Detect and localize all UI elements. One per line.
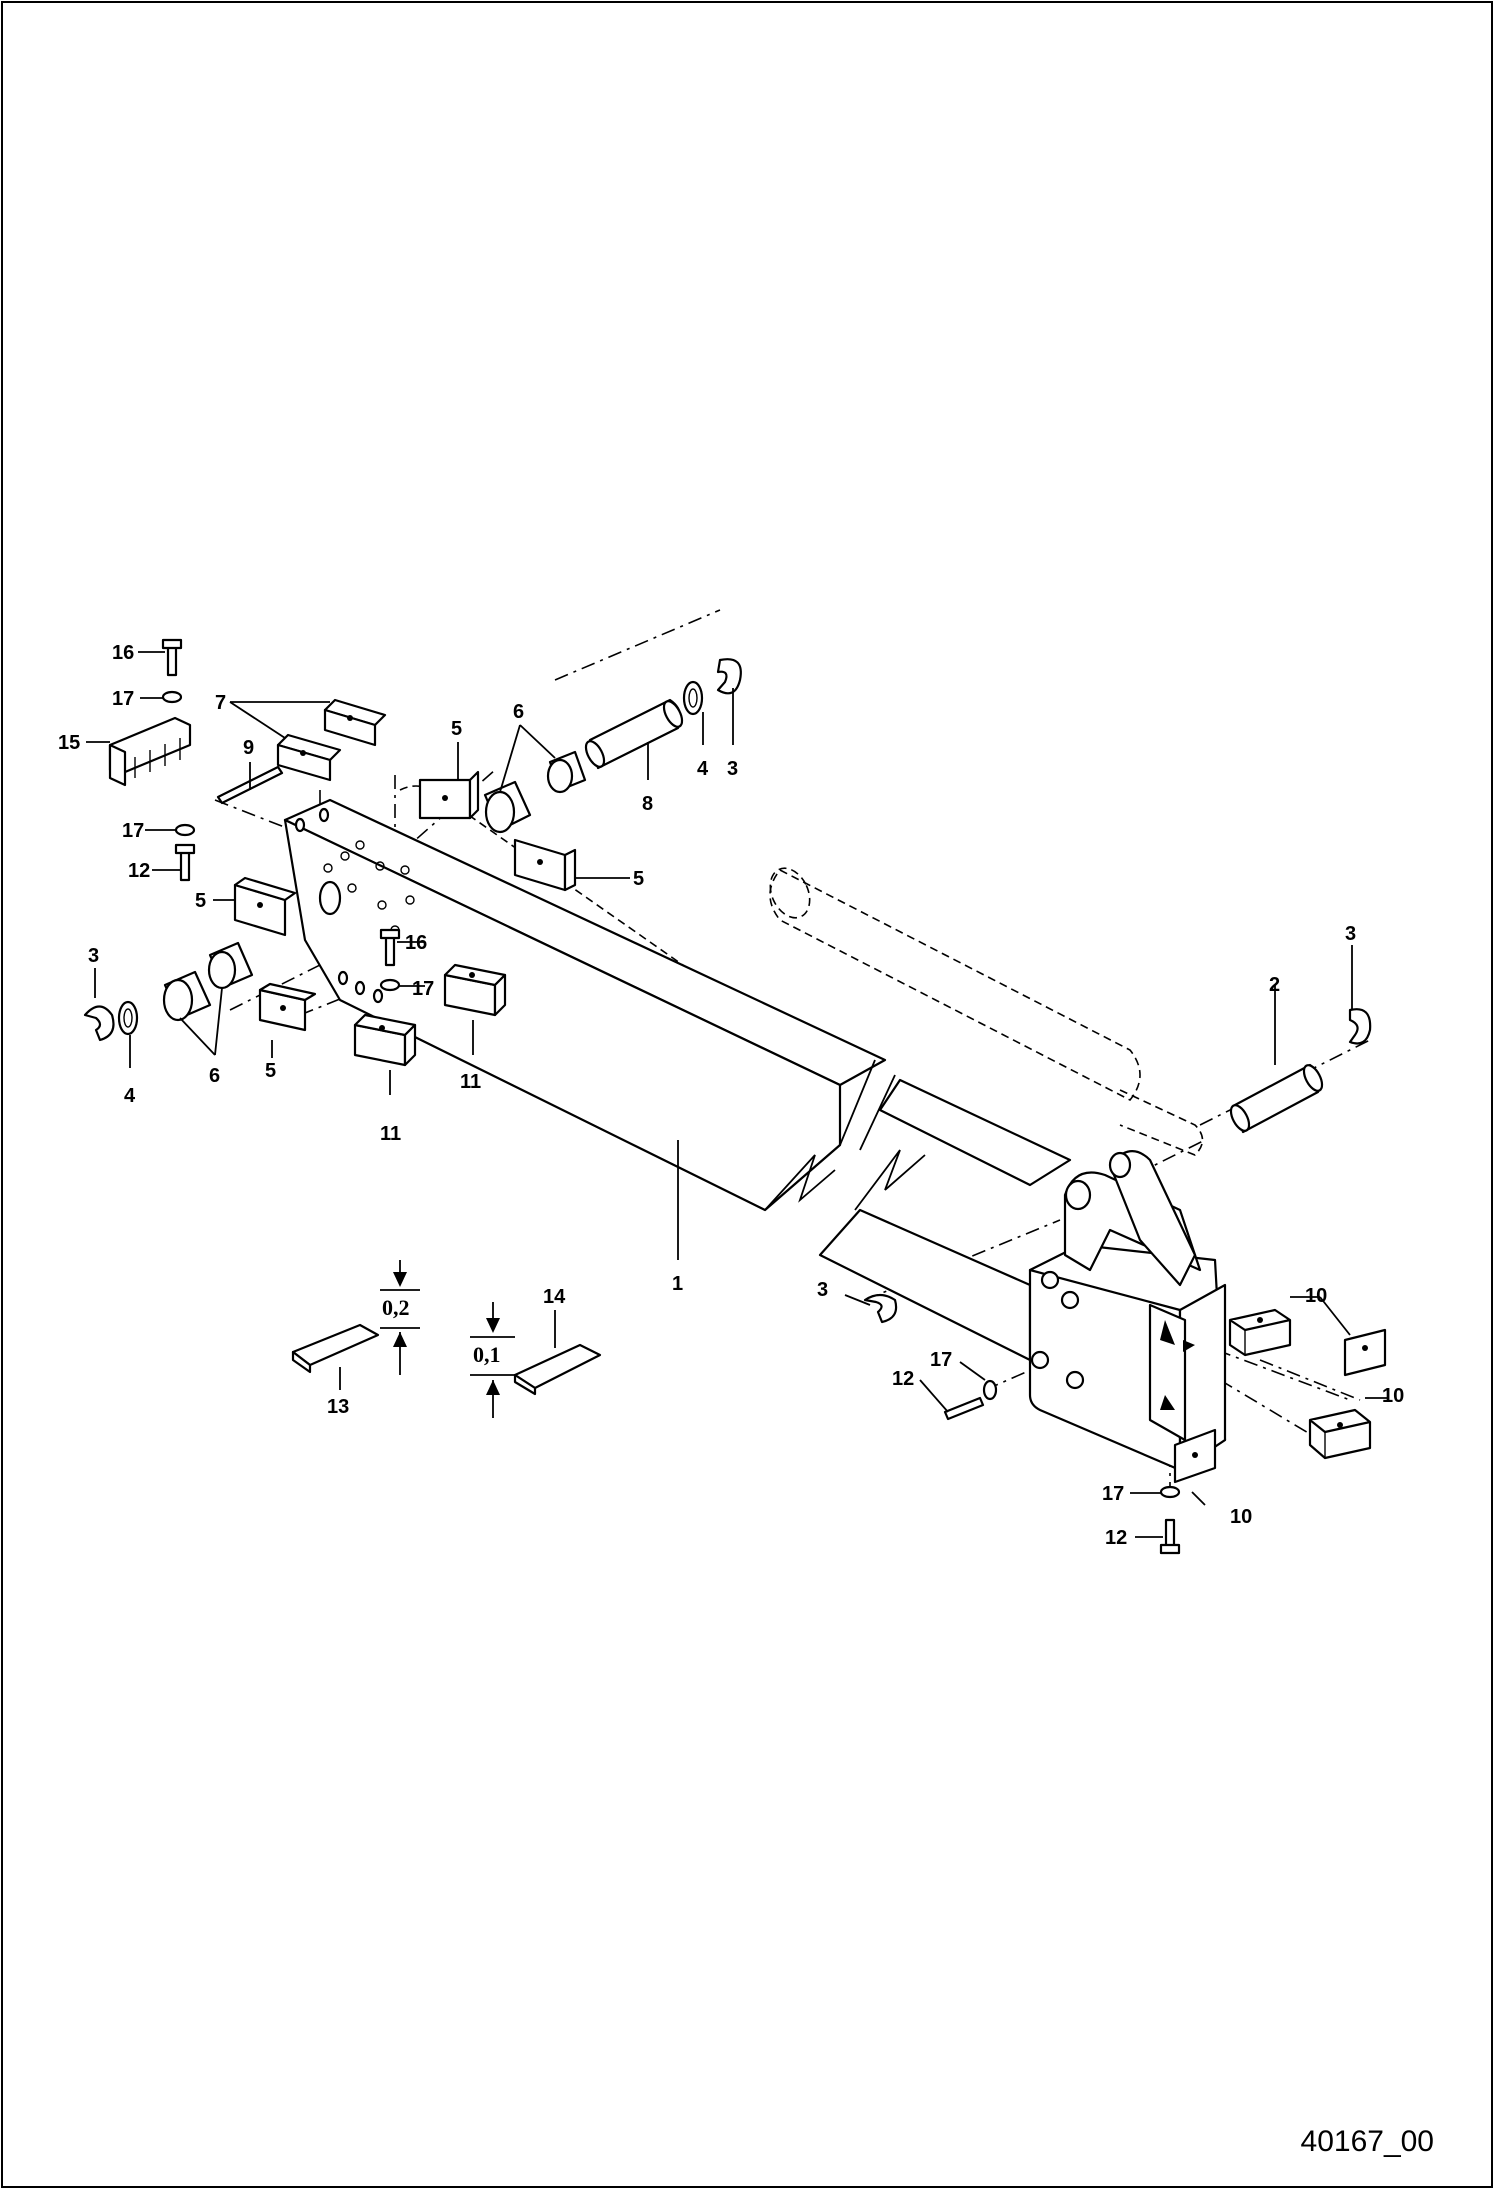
blocks-part-11 [353, 963, 507, 1067]
boom-head-bracket [1028, 1150, 1227, 1472]
circlips-part-3 [83, 658, 1372, 1324]
callout-3-bottom: 3 [817, 1279, 828, 1301]
callout-4-left: 4 [124, 1085, 136, 1107]
boom-beam-part-1 [283, 798, 1072, 1362]
callout-13: 13 [327, 1396, 349, 1418]
callout-11-lower: 11 [380, 1123, 401, 1145]
pads-part-7 [276, 698, 387, 782]
callout-6-upper: 6 [513, 701, 524, 723]
callout-3-upper: 3 [727, 758, 738, 780]
callout-3-right: 3 [1345, 923, 1356, 945]
callout-2: 2 [1269, 974, 1280, 996]
pin-part-2 [1229, 1063, 1324, 1134]
callout-12-right: 12 [1105, 1527, 1127, 1549]
callout-16-mid: 16 [405, 932, 427, 954]
callout-labels: 16 17 15 7 9 5 6 8 4 3 17 12 5 5 3 4 6 5… [58, 642, 1404, 1549]
figure-id: 40167_00 [1300, 2125, 1434, 2158]
callout-4-upper: 4 [697, 758, 709, 780]
callout-5-upper: 5 [451, 718, 462, 740]
callout-17-top: 17 [112, 688, 134, 710]
callout-10-bottom: 10 [1230, 1506, 1252, 1528]
callout-16-top: 16 [112, 642, 134, 664]
callout-11-mid: 11 [460, 1071, 481, 1093]
callout-3-left: 3 [88, 945, 99, 967]
callout-9: 9 [243, 737, 254, 759]
callout-14: 14 [543, 1286, 566, 1308]
clamp-part-15 [108, 716, 192, 787]
callout-5-right: 5 [633, 868, 644, 890]
callout-6-left: 6 [209, 1065, 220, 1087]
callout-17-left: 17 [122, 820, 144, 842]
callout-12-bottom: 12 [892, 1368, 914, 1390]
callout-10-top: 10 [1305, 1285, 1327, 1307]
callout-17-mid: 17 [412, 978, 434, 1000]
shims-13-14 [291, 1260, 602, 1418]
callout-12-left: 12 [128, 860, 150, 882]
washers-part-4 [117, 680, 704, 1036]
wear-pads-part-5 [233, 770, 577, 1032]
callout-17-right: 17 [1102, 1483, 1124, 1505]
callout-10-right: 10 [1382, 1385, 1404, 1407]
callout-17-bottom: 17 [930, 1349, 952, 1371]
pin-part-8 [584, 698, 684, 770]
callout-5-left: 5 [195, 890, 206, 912]
bolts-and-washers [161, 638, 1181, 1555]
callout-7: 7 [215, 692, 226, 714]
callout-15: 15 [58, 732, 80, 754]
callout-5-lower: 5 [265, 1060, 276, 1082]
pads-part-10 [1173, 1308, 1387, 1484]
shim-13-dimension: 0,2 [382, 1295, 410, 1320]
leader-lines [86, 651, 1388, 1538]
callout-8: 8 [642, 793, 653, 815]
shim-14-dimension: 0,1 [473, 1342, 501, 1367]
bushings-part-6 [162, 750, 587, 1022]
callout-1: 1 [672, 1273, 683, 1295]
